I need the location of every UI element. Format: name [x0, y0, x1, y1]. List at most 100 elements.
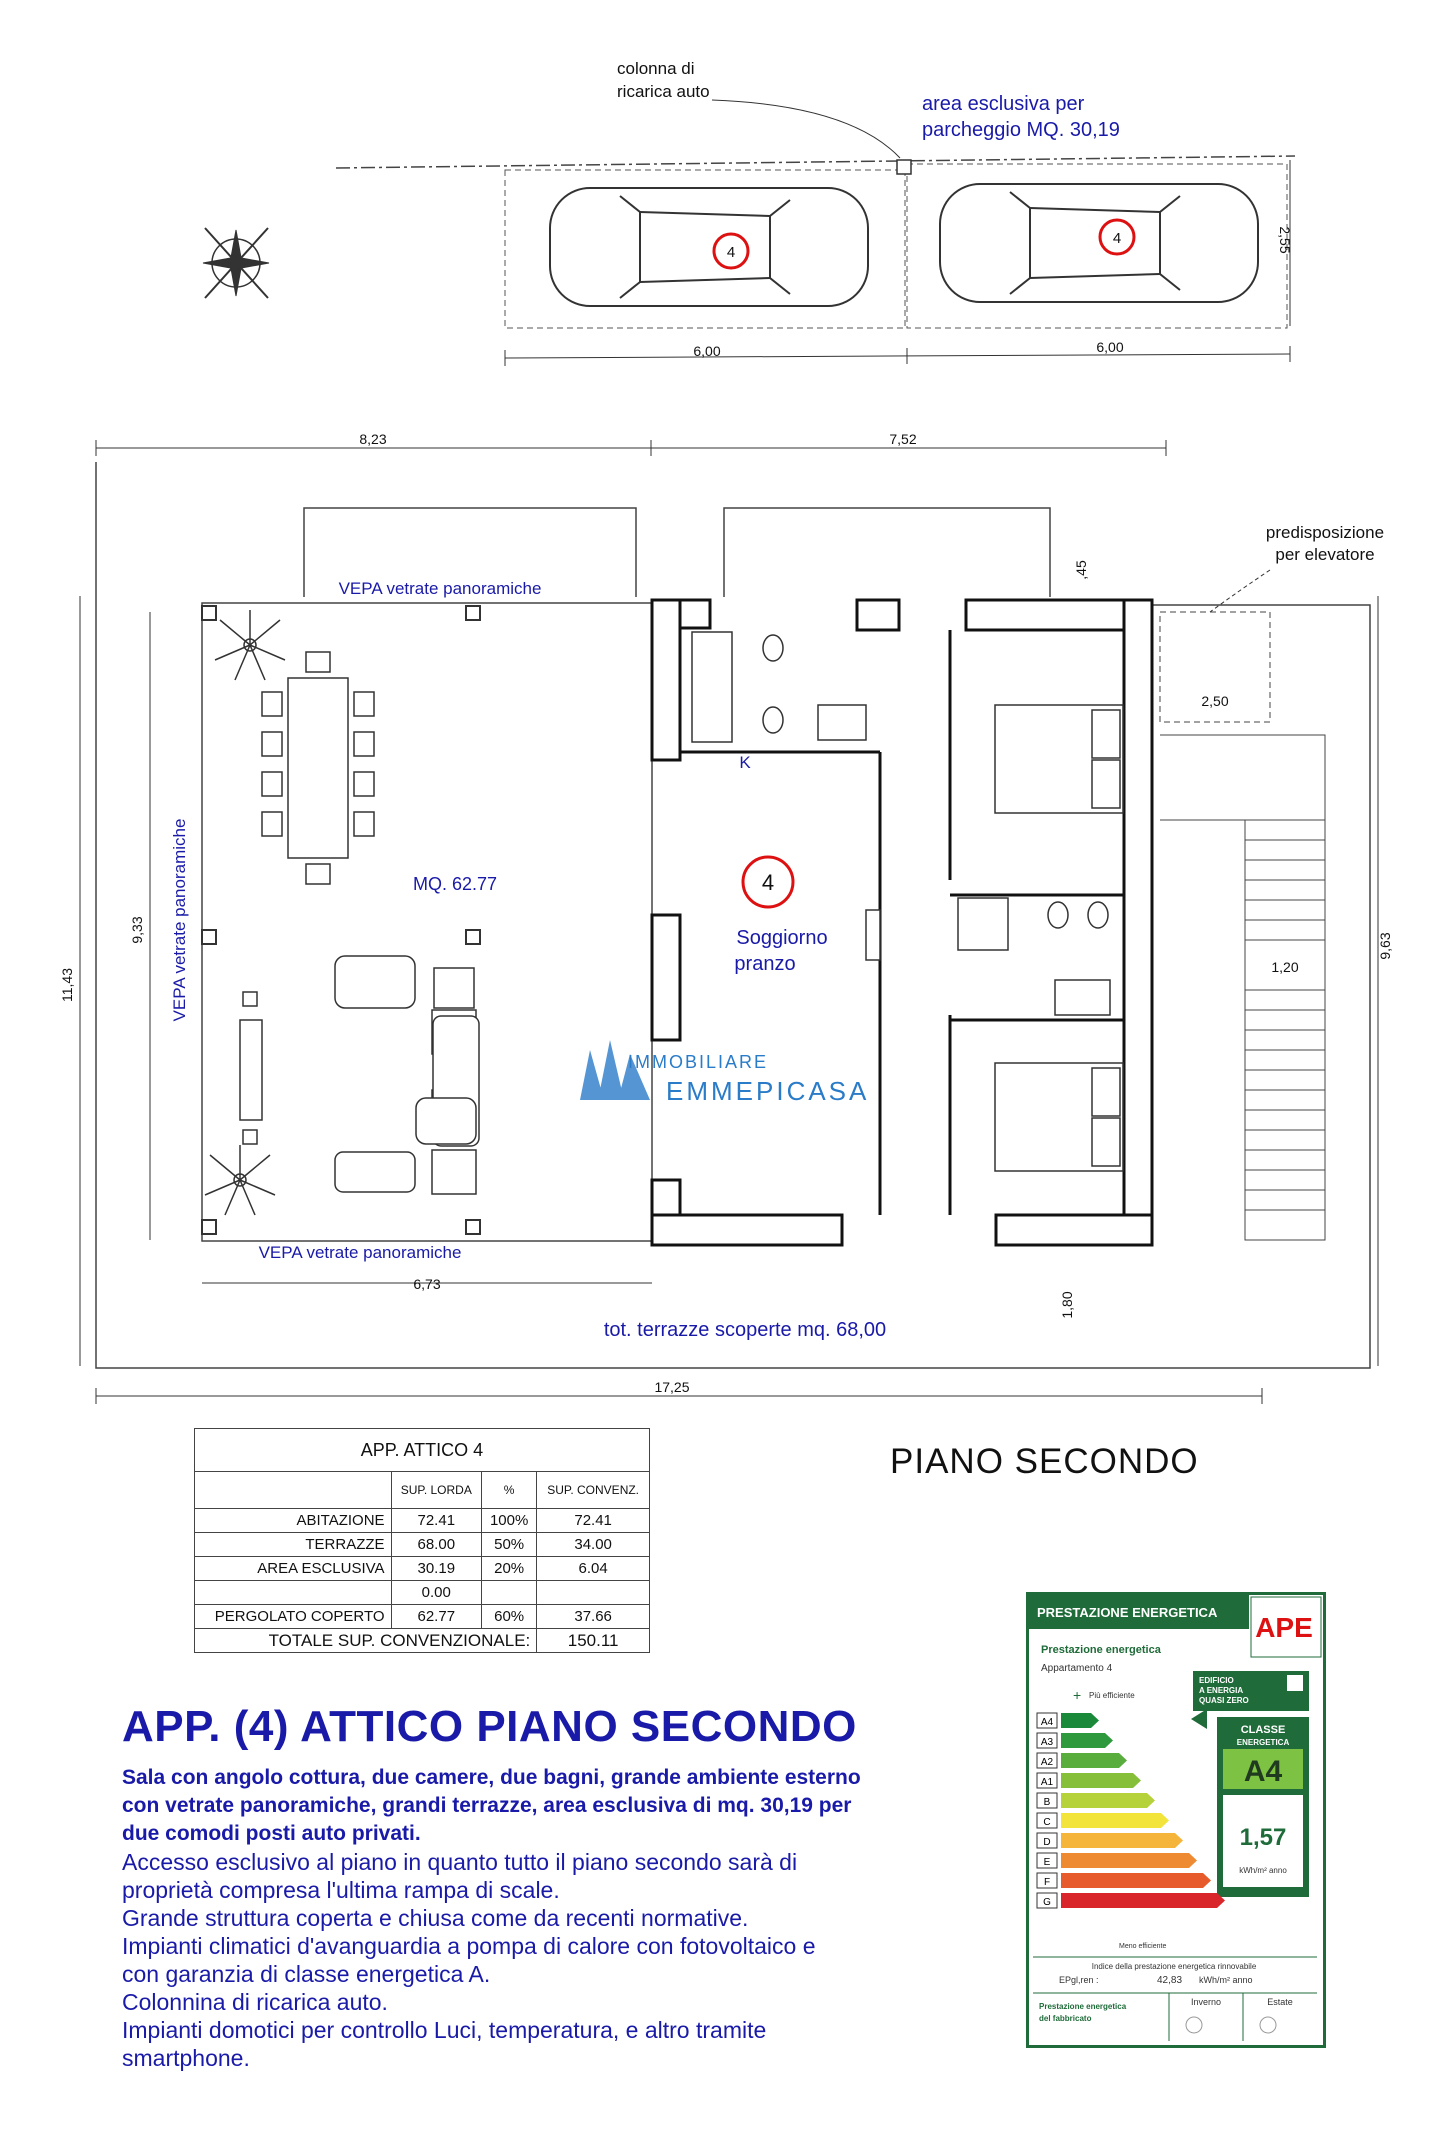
vepa-top-label: VEPA vetrate panoramiche: [339, 579, 542, 598]
svg-text:QUASI ZERO: QUASI ZERO: [1199, 1696, 1249, 1705]
energy-certificate: PRESTAZIONE ENERGETICA APE Prestazione e…: [1026, 1592, 1326, 2048]
energy-class-text-b: B: [1044, 1797, 1051, 1808]
dim-top-right: 7,52: [889, 431, 916, 447]
energy-class-bar-a4: [1061, 1713, 1099, 1728]
spot-number-2: 4: [1113, 230, 1121, 247]
watermark-logo: IMMOBILIARE EMMEPICASA: [580, 1040, 869, 1106]
energy-class-value: A4: [1244, 1755, 1283, 1788]
summer-label: Estate: [1267, 1997, 1293, 2007]
energy-class-bar-a3: [1061, 1733, 1113, 1748]
energy-class-text-e: E: [1044, 1857, 1051, 1868]
energy-class-label-b: [1036, 1792, 1058, 1809]
dim-parking-depth: 2,55: [1277, 226, 1293, 253]
energy-class-text-g: G: [1043, 1897, 1051, 1908]
energy-class-text-c: C: [1043, 1817, 1050, 1828]
description-highlight: Sala con angolo cottura, due camere, due…: [122, 1766, 861, 1845]
pergola-area-label: MQ. 62.77: [413, 874, 497, 894]
energy-class-bar-b: [1061, 1793, 1155, 1808]
spot-number-badge-2: [1098, 218, 1136, 256]
svg-text:+: +: [1073, 1687, 1081, 1703]
charging-label-1: colonna di: [617, 59, 695, 78]
plant-icon: [204, 610, 286, 1216]
unit-number-badge: [741, 855, 795, 909]
charging-station-icon: [896, 159, 912, 175]
parking-area-label-2: parcheggio MQ. 30,19: [922, 119, 1120, 141]
table-title: APP. ATTICO 4: [194, 1428, 650, 1472]
lounge-furniture-icon: [239, 955, 480, 1195]
energy-class-label-a3: [1036, 1732, 1058, 1749]
energy-class-bar-a2: [1061, 1753, 1127, 1768]
energy-class-bar-c: [1061, 1813, 1169, 1828]
energy-class-label-a2: [1036, 1752, 1058, 1769]
dim-inner-height: 9,33: [129, 916, 145, 943]
living-label-2: pranzo: [734, 953, 795, 975]
spot-number-1: 4: [727, 244, 735, 261]
svg-text:kWh/m² anno: kWh/m² anno: [1239, 1866, 1287, 1875]
dim-balcony: ,45: [1073, 560, 1089, 580]
total-value: 150.11: [536, 1628, 650, 1653]
charging-label-2: ricarica auto: [617, 82, 710, 101]
summer-smiley-icon: [1259, 2016, 1277, 2034]
vepa-left-label: VEPA vetrate panoramiche: [170, 819, 189, 1022]
dining-table-icon: [261, 651, 375, 885]
bathroom-fixtures-icon: [691, 631, 1111, 1016]
energy-class-label-a1: [1036, 1772, 1058, 1789]
less-efficient-label: Meno efficiente: [1119, 1943, 1166, 1950]
winter-smiley-icon: [1185, 2016, 1203, 2034]
header-pct: %: [481, 1471, 538, 1509]
watermark-text-2: EMMEPICASA: [666, 1076, 869, 1106]
energy-class-label-g: [1036, 1892, 1058, 1909]
spot-number-badge-1: [712, 232, 750, 270]
energy-index-value: 1,57: [1240, 1824, 1287, 1851]
watermark-text-1: IMMOBILIARE: [628, 1052, 768, 1072]
dim-left-total: 11,43: [59, 968, 75, 1002]
svg-text:ENERGETICA: ENERGETICA: [1237, 1738, 1290, 1747]
vepa-bottom-label: VEPA vetrate panoramiche: [259, 1243, 462, 1262]
description-body: Accesso esclusivo al piano in quanto tut…: [122, 1849, 816, 2071]
table-row: 0.00: [194, 1580, 650, 1605]
energy-unit: Appartamento 4: [1041, 1663, 1113, 1674]
energy-class-text-a4: A4: [1041, 1717, 1054, 1728]
energy-class-label-e: [1036, 1852, 1058, 1869]
energy-class-text-a3: A3: [1041, 1737, 1054, 1748]
car-2-icon: [939, 183, 1259, 303]
header-lorda: SUP. LORDA: [390, 1471, 483, 1509]
energy-class-label-a4: [1036, 1712, 1058, 1729]
terrace-total-label: tot. terrazze scoperte mq. 68,00: [604, 1319, 886, 1341]
car-1-icon: [549, 187, 869, 307]
dim-top-left: 8,23: [359, 431, 386, 447]
bed-icon: [994, 704, 1124, 1172]
energy-class-bar-e: [1061, 1853, 1197, 1868]
energy-class-bar-d: [1061, 1833, 1183, 1848]
more-efficient-label: Più efficiente: [1089, 1691, 1135, 1700]
svg-text:EDIFICIO: EDIFICIO: [1199, 1676, 1234, 1685]
kitchen-label: K: [739, 753, 751, 772]
main-plan: 8,23 7,52 11,43 9,33 9,63 VEPA vetrate p…: [59, 431, 1393, 1404]
svg-text:kWh/m² anno: kWh/m² anno: [1199, 1975, 1253, 1985]
energy-class-text-d: D: [1043, 1837, 1050, 1848]
dim-terrace: 1,80: [1059, 1291, 1075, 1318]
dim-parking-width-2: 6,00: [1096, 339, 1123, 355]
energy-class-bar-f: [1061, 1873, 1211, 1888]
energy-class-text-a2: A2: [1041, 1757, 1054, 1768]
svg-text:Prestazione energetica: Prestazione energetica: [1039, 2002, 1127, 2011]
svg-text:Indice della prestazione energ: Indice della prestazione energetica rinn…: [1092, 1962, 1257, 1971]
parking-area: 4 4 colonna di ricarica auto area esclus…: [335, 59, 1296, 366]
total-label: TOTALE SUP. CONVENZIONALE:: [193, 1628, 538, 1653]
energy-subtitle: Prestazione energetica: [1041, 1644, 1162, 1656]
dim-parking-width-1: 6,00: [693, 343, 720, 359]
svg-text:del fabbricato: del fabbricato: [1039, 2014, 1092, 2023]
dim-stair: 1,20: [1271, 959, 1298, 975]
svg-text:A ENERGIA: A ENERGIA: [1199, 1686, 1243, 1695]
winter-label: Inverno: [1191, 1997, 1221, 2007]
svg-text:CLASSE: CLASSE: [1241, 1724, 1286, 1736]
energy-class-text-f: F: [1044, 1877, 1050, 1888]
elevator-placeholder: [1159, 611, 1271, 723]
description-title: APP. (4) ATTICO PIANO SECONDO: [122, 1702, 857, 1751]
